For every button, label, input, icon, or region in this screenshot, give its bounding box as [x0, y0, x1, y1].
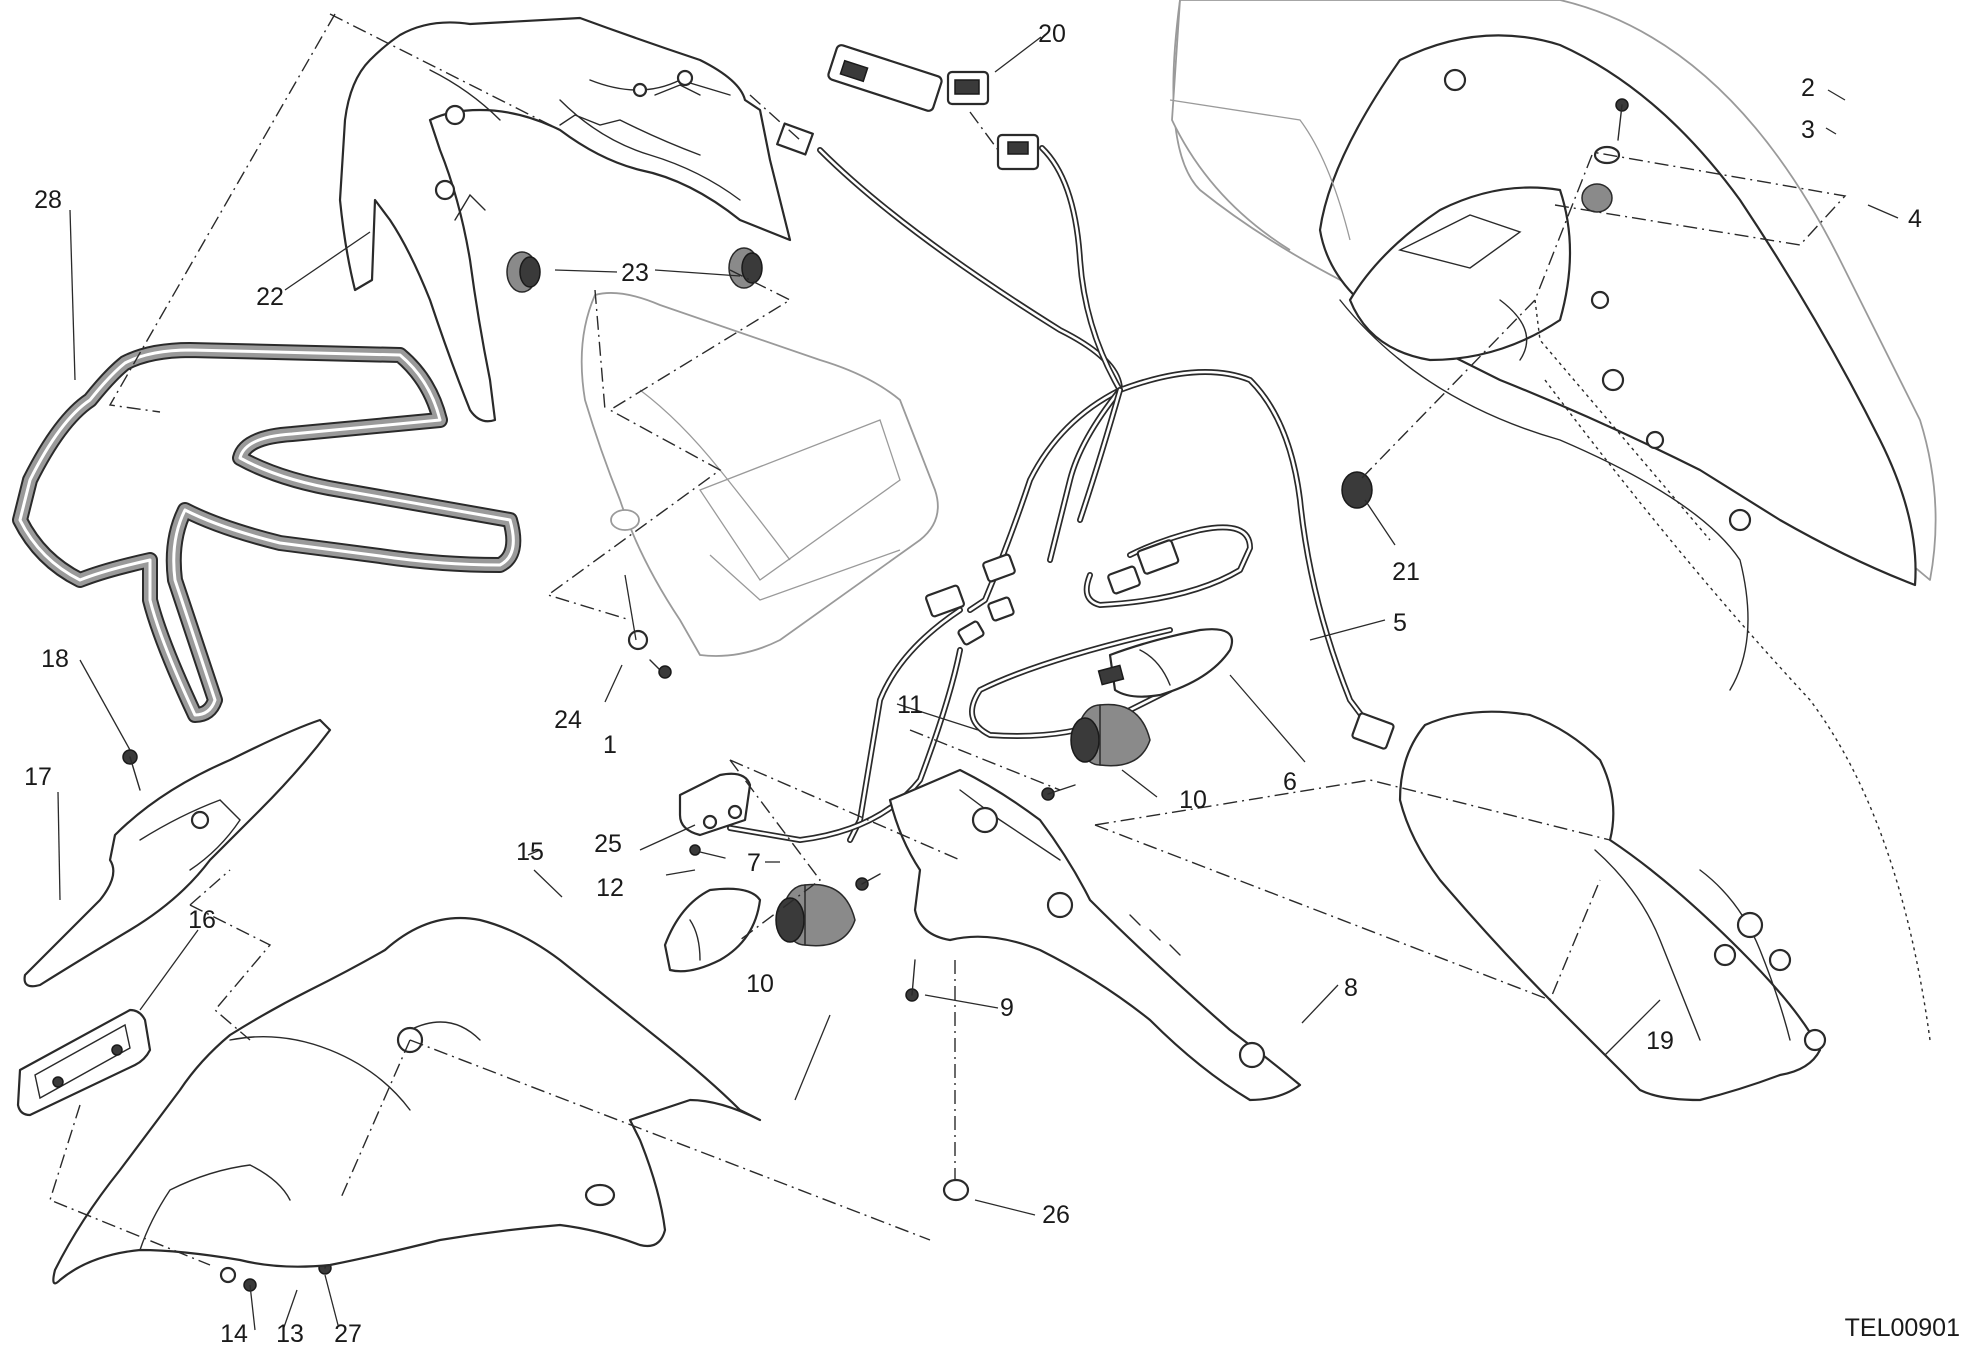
callout-8: 8 [1344, 974, 1358, 1002]
callout-4: 4 [1908, 205, 1922, 233]
callout-16: 16 [188, 906, 216, 934]
callout-11: 11 [897, 691, 923, 719]
turn-indicator-right [1097, 628, 1233, 698]
callout-20: 20 [1038, 20, 1066, 48]
callout-15: 15 [516, 838, 544, 866]
license-plate-mount [23, 718, 332, 988]
leader-lines [57, 36, 1899, 1331]
callout-19: 19 [1646, 1027, 1674, 1055]
callout-18: 18 [41, 645, 69, 673]
callout-14: 14 [220, 1320, 248, 1348]
rear-tail-body [1169, 0, 1937, 691]
callout-24: 24 [554, 706, 582, 734]
reflector [16, 1008, 152, 1117]
rear-bracket [1398, 710, 1827, 1102]
callout-26: 26 [1042, 1201, 1070, 1229]
callout-27: 27 [334, 1320, 362, 1348]
callout-12: 12 [596, 874, 624, 902]
light-unit [678, 772, 752, 837]
rubber-mounts-10 [775, 703, 1151, 947]
callout-labels: 1 2 3 4 5 6 7 8 9 10 10 11 12 13 14 15 1… [24, 20, 1922, 1348]
callout-2: 2 [1801, 74, 1815, 102]
diagram-reference-code: TEL00901 [1845, 1314, 1960, 1342]
rear-mudguard [52, 916, 762, 1285]
callout-17: 17 [24, 763, 52, 791]
callout-5: 5 [1393, 609, 1407, 637]
callout-23: 23 [621, 259, 649, 287]
gasket-seal [12, 342, 522, 723]
callout-7: 7 [747, 849, 761, 877]
callout-10a: 10 [1179, 786, 1207, 814]
callout-22: 22 [256, 283, 284, 311]
callout-13: 13 [276, 1320, 304, 1348]
under-tray-box [580, 292, 939, 657]
callout-9: 9 [1000, 994, 1014, 1022]
callout-1: 1 [603, 731, 617, 759]
callout-10b: 10 [746, 970, 774, 998]
callout-21: 21 [1392, 558, 1420, 586]
turn-indicator-left [663, 887, 762, 973]
grommet-pair-23 [506, 247, 763, 293]
assembly-lines [49, 13, 1931, 1266]
callout-3: 3 [1801, 116, 1815, 144]
callout-6: 6 [1283, 768, 1297, 796]
callout-25: 25 [594, 830, 622, 858]
screws-and-hardware [122, 98, 1629, 1292]
license-plate-holder-frame [338, 16, 792, 423]
callout-28: 28 [34, 186, 62, 214]
indicator-bracket [888, 768, 1302, 1102]
connectors [776, 44, 1395, 750]
